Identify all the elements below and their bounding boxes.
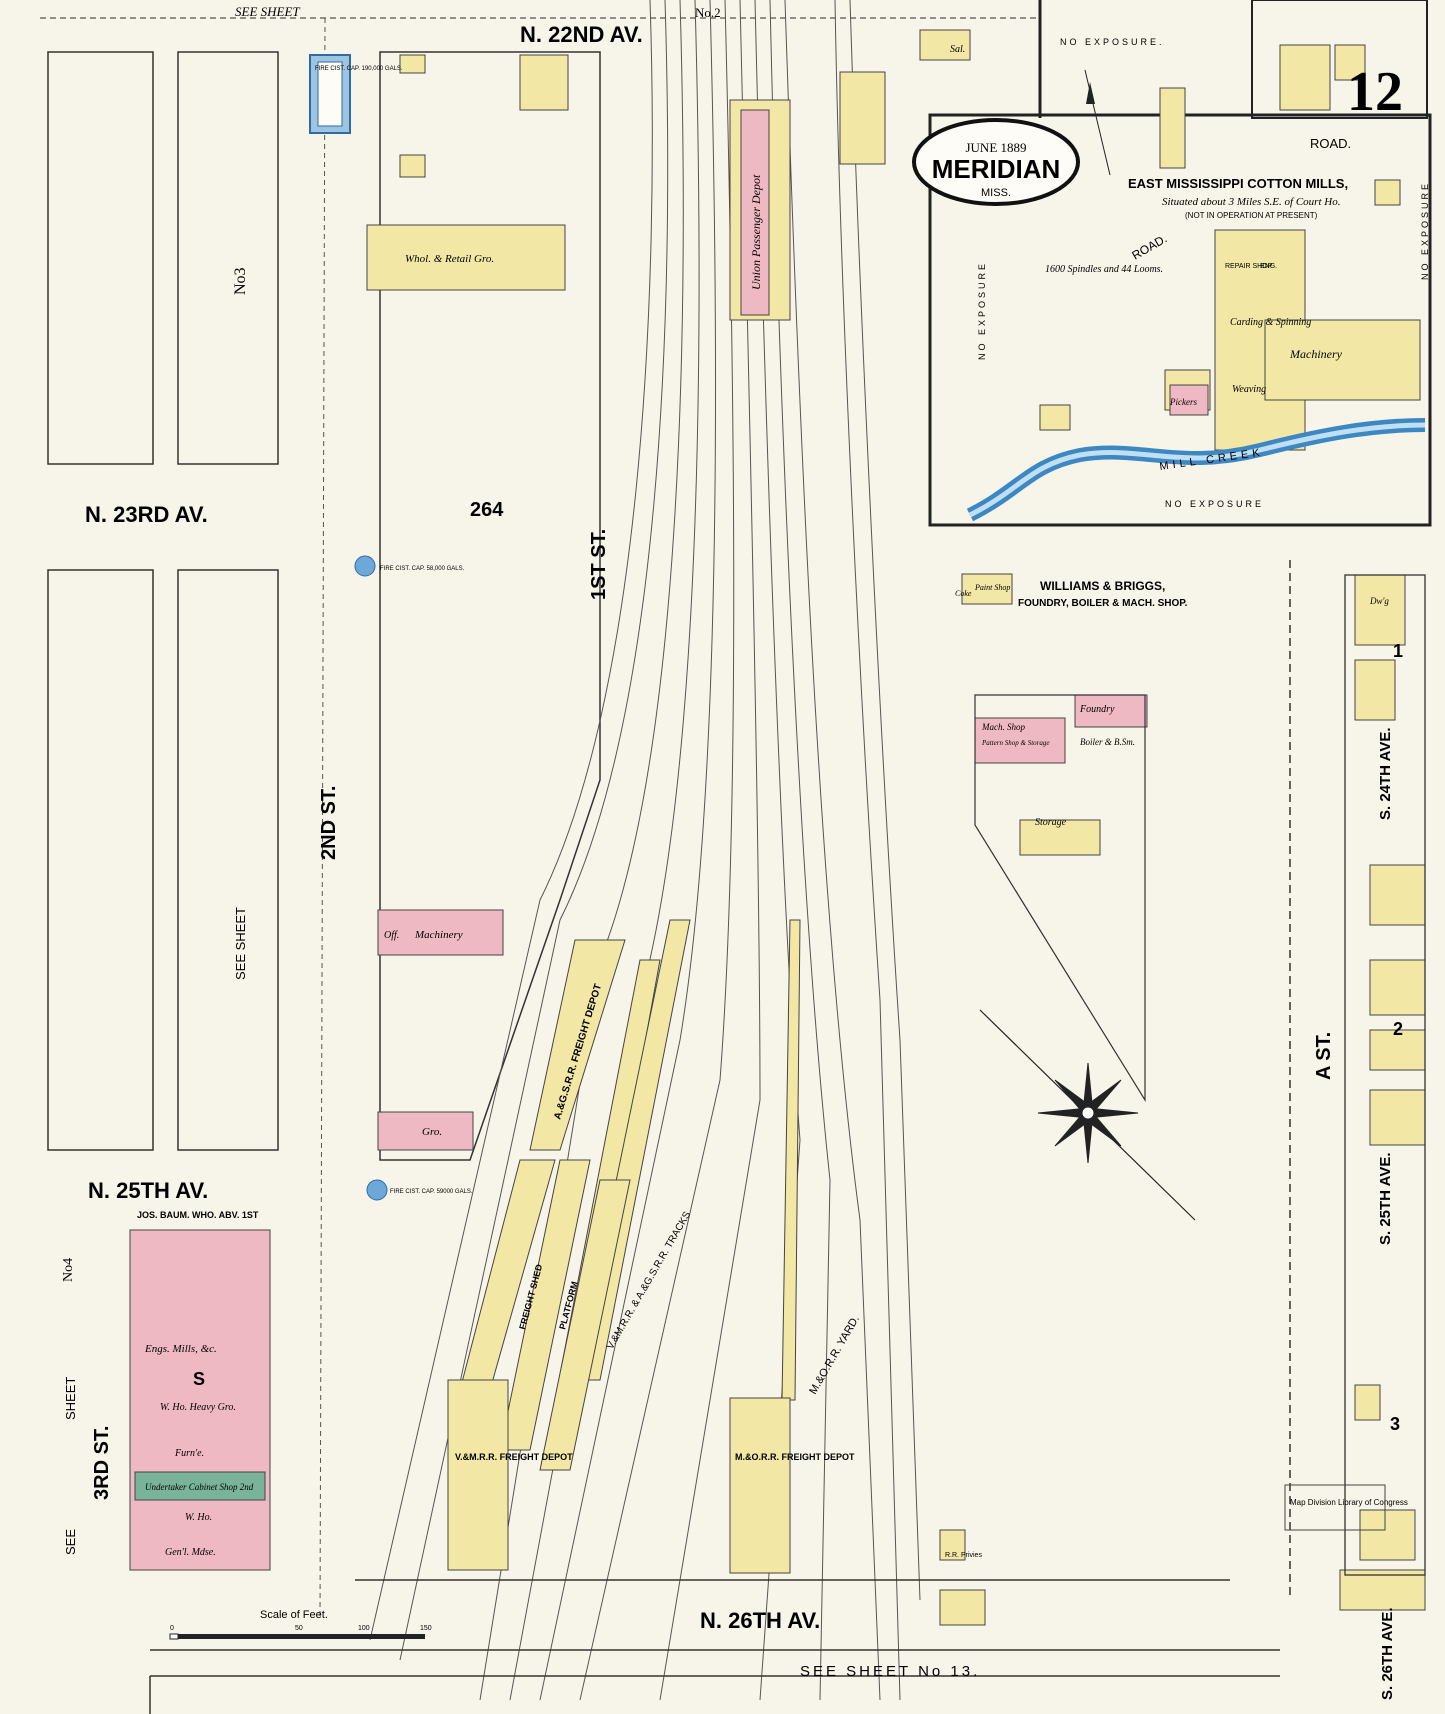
- see-sheet-no4: No4: [61, 1258, 76, 1282]
- frame-buildings: [366, 29, 1426, 1626]
- vm-freight-label: V.&M.R.R. FREIGHT DEPOT: [455, 1452, 573, 1462]
- library-stamp-text: Map Division Library of Congress: [1290, 1498, 1408, 1507]
- street-n22-av: N. 22ND AV.: [520, 22, 643, 47]
- title-city: MERIDIAN: [932, 154, 1061, 184]
- williams-briggs-lot: [974, 694, 1146, 1103]
- mills-pickers: Pickers: [1169, 397, 1197, 407]
- office-label: Off.: [384, 930, 399, 941]
- street-n23-av: N. 23RD AV.: [85, 502, 208, 527]
- see-sheet-left: SEE SHEET: [233, 907, 248, 980]
- block-left-3: [47, 569, 154, 1151]
- scale-tick-50: 50: [295, 1625, 303, 1632]
- whol-retail-label: Whol. & Retail Gro.: [405, 253, 494, 265]
- machinery-label: Machinery: [414, 929, 463, 941]
- no-exposure-left: NO EXPOSURE: [977, 261, 987, 360]
- no-exposure-right: NO EXPOSURE: [1420, 181, 1430, 280]
- wb-name: WILLIAMS & BRIGGS,: [1040, 579, 1165, 593]
- no-exposure-bottom: NO EXPOSURE: [1165, 499, 1264, 509]
- mills-repair: REPAIR SHOP: [1225, 263, 1273, 270]
- block-label-1: 1: [1393, 641, 1403, 661]
- street-a-st: A ST.: [1313, 1032, 1335, 1080]
- sheet-number: 12: [1347, 61, 1403, 123]
- brick-buildings: [129, 109, 1209, 1571]
- saloon-label: Sal.: [950, 44, 965, 55]
- library-stamp: [1284, 1484, 1386, 1531]
- scale-label: Scale of Feet.: [260, 1609, 328, 1621]
- block-label-s: S: [193, 1369, 205, 1389]
- mills-eng: ENG.: [1260, 263, 1277, 270]
- street-2nd-st: 2ND ST.: [318, 786, 340, 860]
- street-s25-av: S. 25TH AVE.: [1377, 1152, 1394, 1245]
- street-1st-st: 1ST ST.: [588, 529, 610, 600]
- union-depot-label: Union Passenger Depot: [749, 174, 763, 290]
- wb-mach-shop: Mach. Shop: [981, 722, 1025, 732]
- mills-situated: Situated about 3 Miles S.E. of Court Ho.: [1162, 196, 1340, 208]
- title-date: JUNE 1889: [965, 140, 1026, 155]
- fire-cistern-label: FIRE CIST. CAP. 190,000 GALS.: [315, 66, 403, 72]
- fire-cistern-icon: [366, 1179, 388, 1201]
- scale-bar: [170, 1634, 425, 1639]
- wb-boiler: Boiler & B.Sm.: [1080, 737, 1135, 747]
- block-label-3: 3: [1390, 1414, 1400, 1434]
- see-sheet-no2: No.2: [695, 5, 721, 20]
- wb-paint: Paint Shop: [974, 583, 1010, 592]
- street-s24-av: S. 24TH AVE.: [1377, 727, 1394, 820]
- block-number: 264: [470, 499, 504, 521]
- fire-cistern-icon: [354, 555, 376, 577]
- road-label: ROAD.: [1310, 136, 1351, 151]
- street-s26-av: S. 26TH AVE.: [1379, 1607, 1396, 1700]
- rr-privies-label: R.R. Privies: [945, 1552, 982, 1559]
- see-sheet-bottom: SEE SHEET No 13.: [800, 1663, 980, 1680]
- see-sheet-no3: No3: [232, 267, 249, 295]
- street-n25-av: N. 25TH AV.: [88, 1178, 208, 1203]
- wb-coke: Coke: [955, 589, 972, 598]
- block-label-2: 2: [1393, 1019, 1403, 1039]
- mills-machinery: Machinery: [1289, 347, 1343, 361]
- scale-tick-150: 150: [420, 1625, 432, 1632]
- compass-rose-icon: [979, 1009, 1196, 1221]
- see-left-2: SEE: [63, 1529, 78, 1555]
- baum-label: JOS. BAUM. WHO. ABV. 1ST: [137, 1210, 259, 1220]
- genl-mdse-label: Gen'l. Mdse.: [165, 1547, 216, 1558]
- block-264-outline: [379, 51, 601, 1161]
- wb-desc: FOUNDRY, BOILER & MACH. SHOP.: [1018, 598, 1188, 609]
- fire-cistern-2-label: FIRE CIST. CAP. 58,000 GALS.: [380, 566, 465, 572]
- engs-mills-label: Engs. Mills, &c.: [144, 1343, 217, 1355]
- wb-pattern: Pattern Shop & Storage: [981, 739, 1049, 747]
- mills-status: (NOT IN OPERATION AT PRESENT): [1185, 211, 1318, 220]
- block-left-1: [47, 51, 154, 465]
- block-left-4: [177, 569, 279, 1151]
- grocery-label: Gro.: [422, 1126, 442, 1138]
- no-exposure-top: NO EXPOSURE.: [1060, 37, 1165, 47]
- scale-tick-100: 100: [358, 1625, 370, 1632]
- undertaker-building: [134, 1471, 266, 1501]
- who-heavy-label: W. Ho. Heavy Gro.: [160, 1402, 236, 1413]
- dwelling-label: Dw'g: [1369, 596, 1389, 606]
- wb-foundry: Foundry: [1079, 704, 1115, 715]
- furn-label: Furn'e.: [174, 1448, 204, 1459]
- street-3rd-st: 3RD ST.: [91, 1426, 113, 1500]
- wb-storage: Storage: [1035, 817, 1067, 828]
- mills-name: EAST MISSISSIPPI COTTON MILLS,: [1128, 176, 1348, 191]
- title-cartouche: [912, 118, 1080, 206]
- block-left-2: [177, 51, 279, 465]
- fire-cistern-3-label: FIRE CIST. CAP. 59000 GALS.: [390, 1189, 473, 1195]
- street-n26-av: N. 26TH AV.: [700, 1608, 820, 1633]
- scale-tick-0: 0: [170, 1625, 174, 1632]
- top-right-frame: [1251, 0, 1428, 119]
- title-state: MISS.: [981, 187, 1011, 199]
- mills-carding: Carding & Spinning: [1230, 317, 1311, 328]
- see-sheet-top: SEE SHEET: [235, 4, 300, 19]
- mills-weaving: Weaving: [1232, 384, 1266, 395]
- undertaker-label: Undertaker Cabinet Shop 2nd: [145, 1482, 254, 1492]
- sheet-left-2: SHEET: [63, 1377, 78, 1420]
- w-ho-label: W. Ho.: [185, 1512, 212, 1523]
- mills-spindles: 1600 Spindles and 44 Looms.: [1045, 264, 1163, 275]
- mo-freight-label: M.&O.R.R. FREIGHT DEPOT: [735, 1452, 855, 1462]
